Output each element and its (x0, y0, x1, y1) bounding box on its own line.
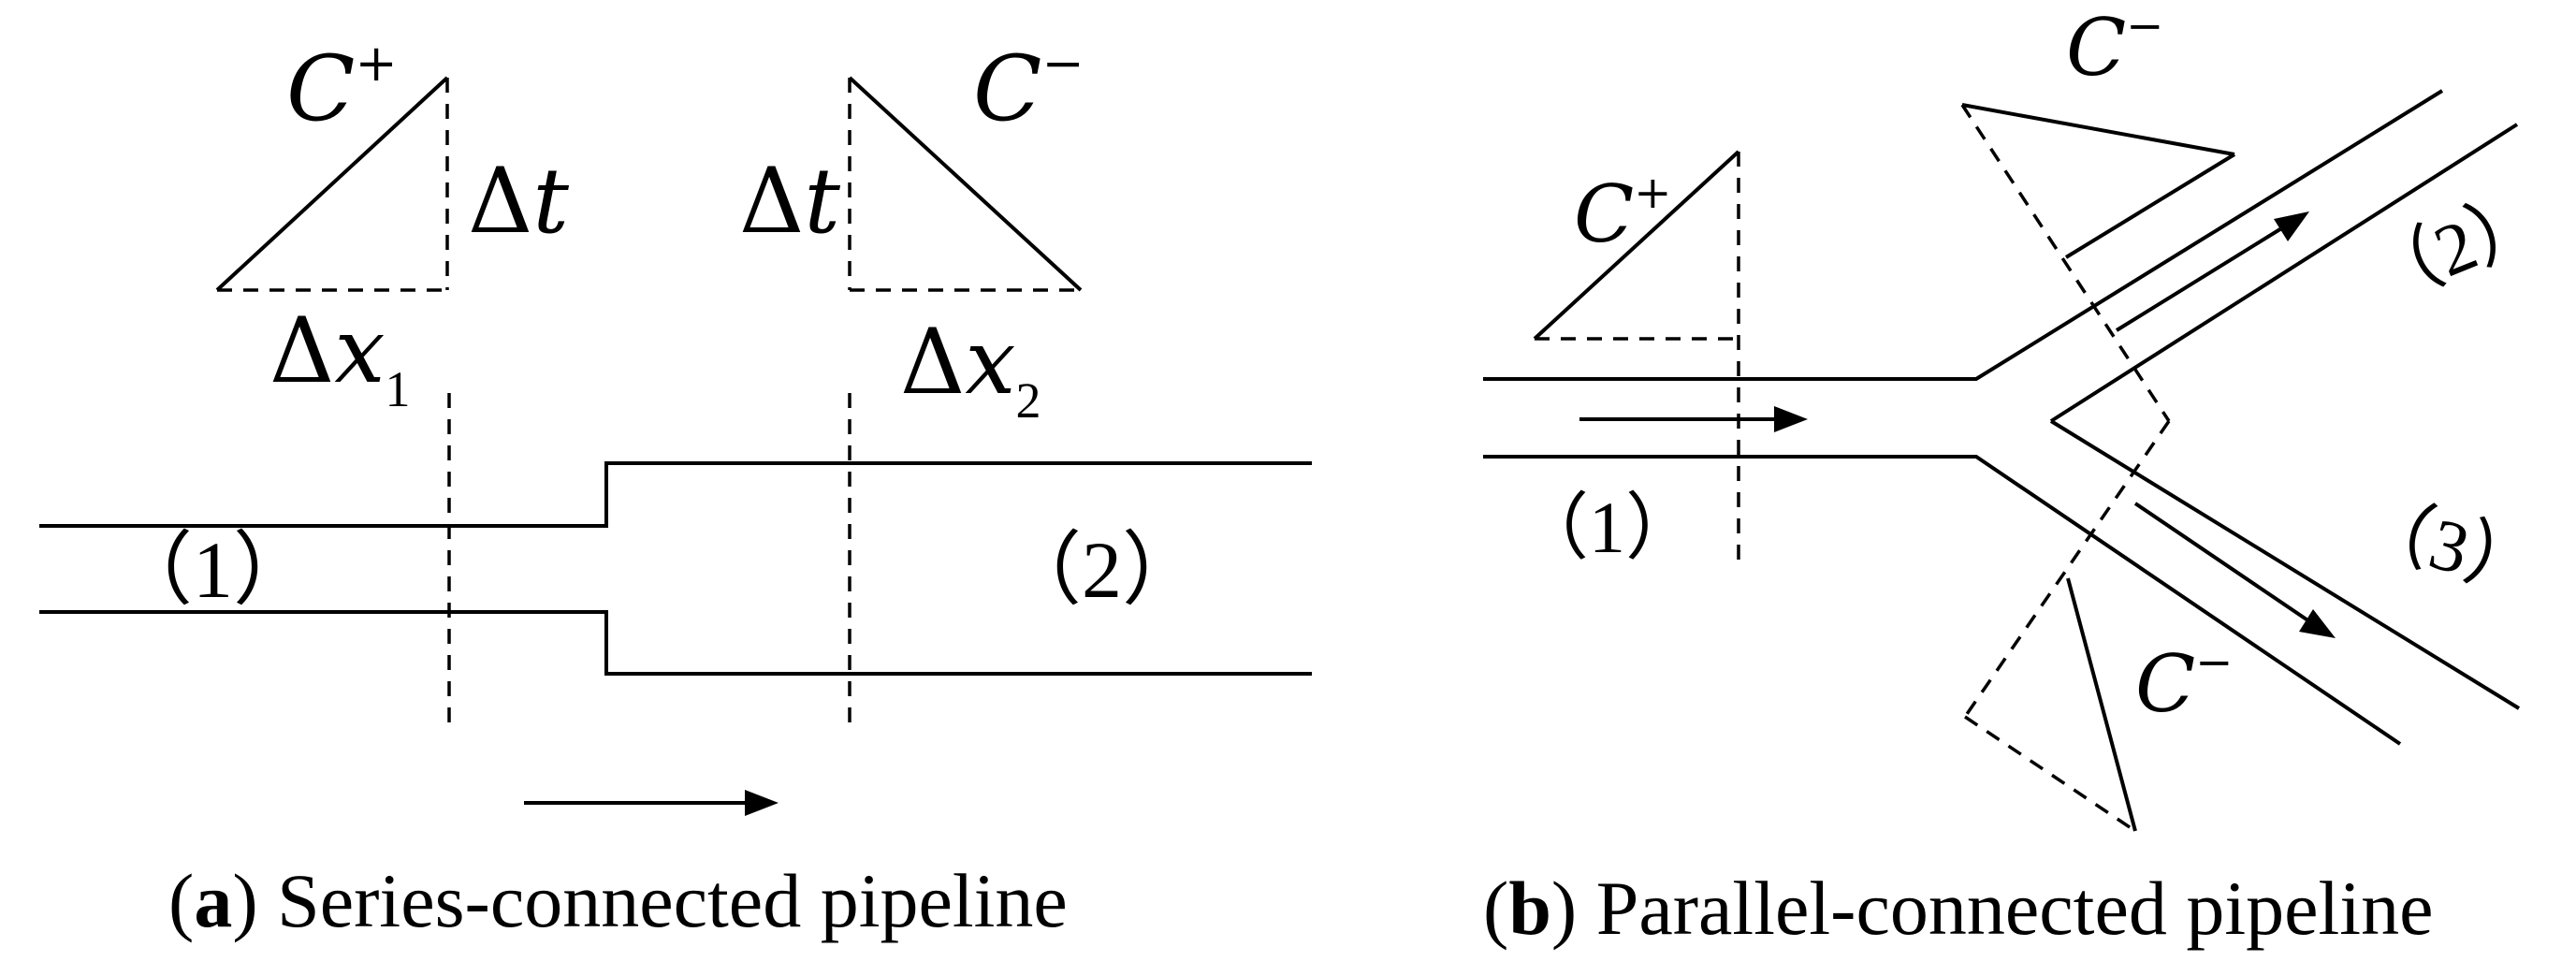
c-plus-label: C+ (286, 34, 398, 141)
c-plus-label-b: C+ (1574, 167, 1672, 260)
delta-x1-label: Δx1 (269, 299, 410, 417)
delta-t-left-label: Δt (468, 149, 569, 254)
caption-b: (b) Parallel-connected pipeline (1483, 866, 2434, 951)
pipe-label-1: （1） (112, 525, 313, 615)
c-minus-label-top: C− (2066, 0, 2164, 94)
c-plus-triangle (215, 76, 449, 292)
flow-arrow-inlet (1579, 406, 1808, 432)
flow-arrow (524, 790, 779, 816)
c-minus-triangle-bottom (1963, 420, 2171, 833)
series-pipe-walls (39, 461, 1312, 676)
panel-a-series-pipeline: C+ Δt Δx1 C− Δt Δx2 （1 (39, 34, 1312, 943)
pipe-label-1-b: （1） (1516, 487, 1698, 568)
c-minus-label-bottom: C− (2135, 636, 2234, 730)
delta-t-right-label: Δt (739, 149, 840, 254)
flow-arrow-branch-3 (2133, 502, 2336, 638)
c-minus-label: C− (973, 34, 1084, 141)
c-minus-triangle-top (1960, 103, 2236, 422)
parallel-pipe-walls (1483, 89, 2521, 746)
caption-a: (a) Series-connected pipeline (168, 858, 1068, 943)
pipe-label-2: （2） (1001, 525, 1202, 615)
pipe-label-3-b: （3） (2350, 483, 2548, 609)
pipe-label-2-b: （2） (2356, 176, 2555, 320)
delta-x2-label: Δx2 (900, 310, 1041, 429)
c-minus-triangle (848, 76, 1083, 292)
flow-arrow-branch-2 (2115, 211, 2309, 332)
panel-b-parallel-pipeline: C+ C− (1483, 0, 2555, 951)
c-plus-triangle-b (1533, 150, 1740, 571)
